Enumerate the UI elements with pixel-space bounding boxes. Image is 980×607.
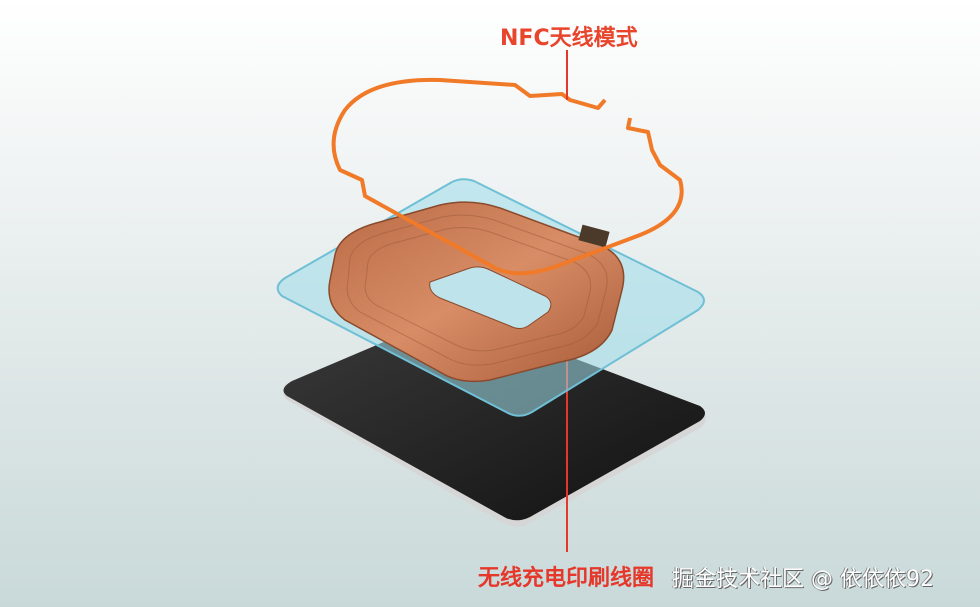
nfc-antenna-label: NFC天线模式 bbox=[500, 26, 638, 51]
base-plate bbox=[283, 315, 706, 527]
wireless-charging-coil-label: 无线充电印刷线圈 bbox=[478, 566, 655, 591]
watermark: 掘金技术社区 @ 依依依92 bbox=[672, 567, 934, 592]
nfc-antenna-loop bbox=[331, 77, 684, 276]
copper-coil bbox=[328, 201, 625, 383]
